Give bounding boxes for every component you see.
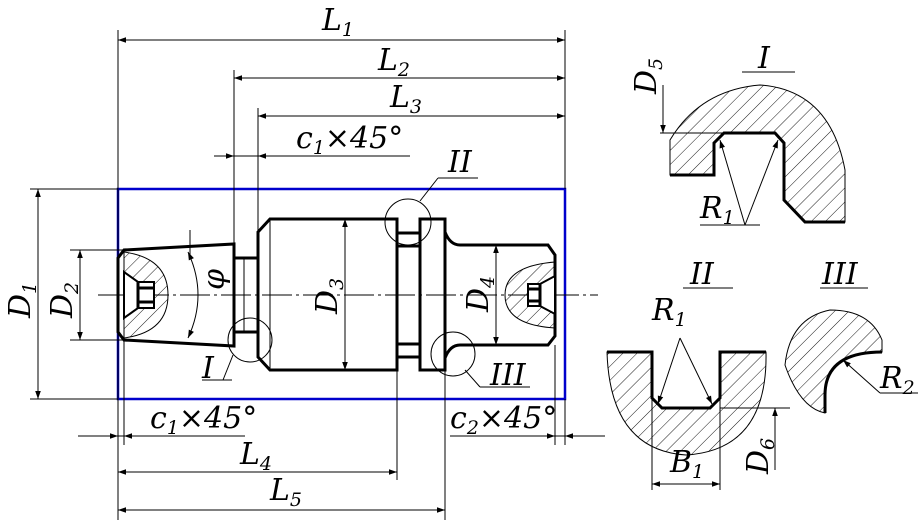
callout-label-ii: II bbox=[447, 145, 473, 180]
callout-circle-ii bbox=[384, 198, 432, 246]
label-d6: D6 bbox=[741, 438, 779, 475]
label-l5: L5 bbox=[269, 473, 302, 511]
label-d5: D5 bbox=[629, 58, 667, 95]
callout-label-iii: III bbox=[489, 358, 527, 393]
detail-i bbox=[660, 71, 846, 226]
label-r1-detail-i: R1 bbox=[699, 191, 735, 229]
label-c1-top: c1×45° bbox=[296, 121, 403, 159]
detail-title-i: I bbox=[757, 41, 771, 76]
label-d1: D1 bbox=[3, 282, 41, 319]
label-d2: D2 bbox=[45, 282, 83, 319]
detail-ii bbox=[606, 287, 790, 490]
taper-angle-arc bbox=[187, 251, 199, 339]
callout-label-i: I bbox=[201, 351, 215, 386]
label-b1: B1 bbox=[669, 445, 704, 483]
label-r1-detail-ii: R1 bbox=[651, 293, 687, 331]
label-r2: R2 bbox=[879, 361, 915, 399]
label-phi: φ bbox=[197, 269, 232, 290]
detail-title-iii: III bbox=[821, 257, 859, 292]
label-c2: c2×45° bbox=[450, 401, 557, 439]
callout-circle-iii bbox=[430, 331, 476, 377]
label-c1-bottom: c1×45° bbox=[150, 401, 257, 439]
label-l1: L1 bbox=[321, 3, 354, 41]
label-l3: L3 bbox=[389, 80, 422, 118]
shaft bbox=[98, 217, 598, 372]
label-d3: D3 bbox=[310, 278, 348, 315]
label-l4: L4 bbox=[239, 437, 272, 475]
label-d4: D4 bbox=[461, 276, 499, 313]
label-l2: L2 bbox=[377, 43, 410, 81]
detail-iii bbox=[784, 287, 918, 414]
detail-title-ii: II bbox=[689, 257, 715, 292]
callout-circle-i bbox=[227, 317, 273, 363]
